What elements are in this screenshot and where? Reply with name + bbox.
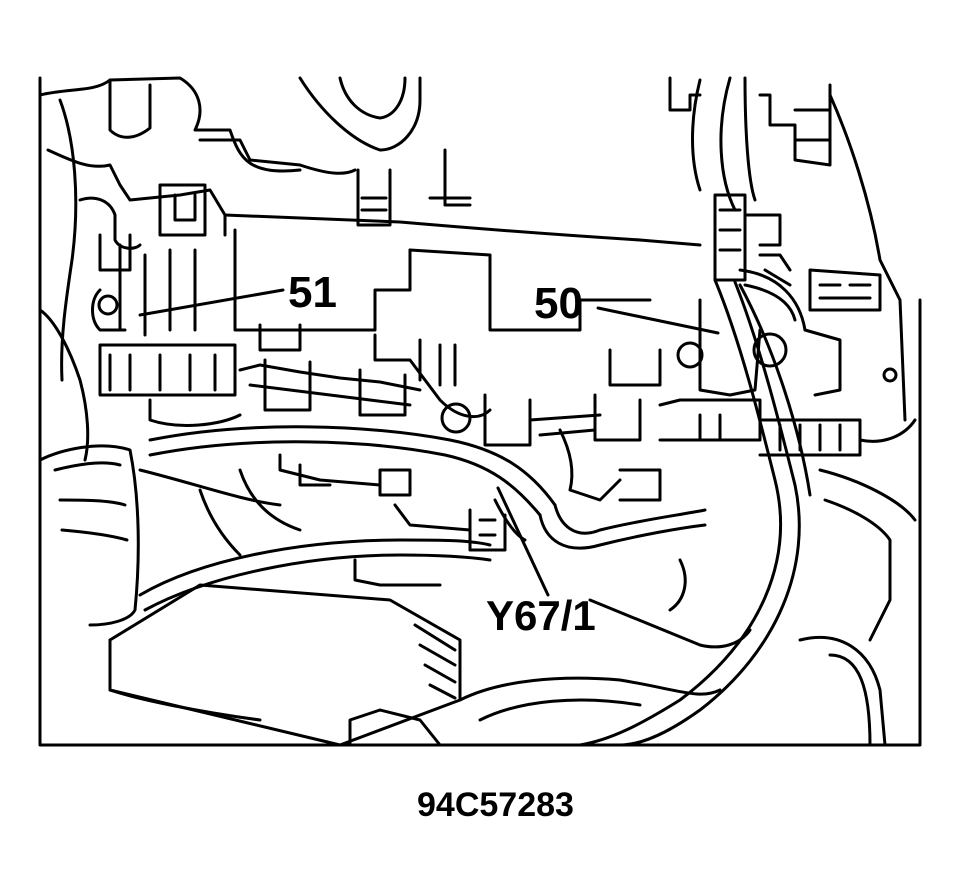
injector-connectors-row (238, 358, 762, 502)
upper-left-engine-components (38, 76, 422, 427)
left-lower-duct (38, 98, 140, 627)
wiring-harness (138, 425, 707, 612)
callout-y67-1: Y67/1 (486, 592, 596, 639)
lower-contours (138, 468, 917, 747)
intake-body (223, 213, 702, 434)
central-sensor (356, 148, 472, 227)
leader-50 (596, 306, 720, 335)
callout-leaders (138, 288, 720, 597)
vacuum-hose (578, 278, 812, 747)
callout-51: 51 (288, 268, 337, 317)
drawing-frame (38, 76, 922, 747)
right-engine-components (668, 76, 917, 457)
callout-50: 50 (534, 279, 583, 328)
leader-51 (138, 288, 285, 317)
leader-y67-1 (496, 486, 550, 597)
battery-box (108, 583, 462, 747)
figure-id: 94C57283 (417, 786, 574, 824)
